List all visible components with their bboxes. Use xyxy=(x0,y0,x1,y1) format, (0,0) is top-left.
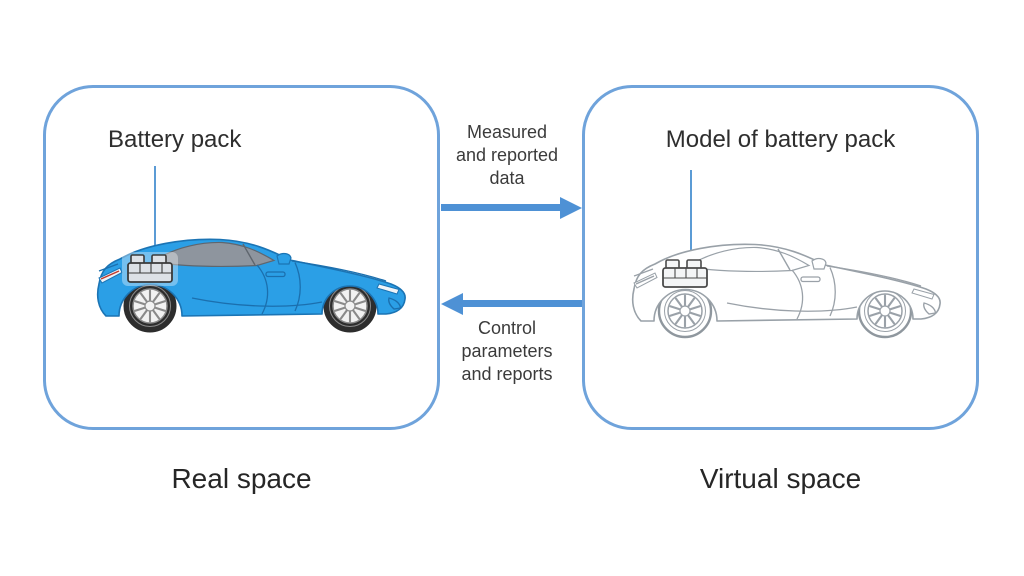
battery-pack-icon xyxy=(657,257,713,291)
control-parameters-arrow xyxy=(462,300,582,307)
virtual-space-panel: Model of battery pack xyxy=(582,85,979,430)
control-parameters-label: Control parameters and reports xyxy=(461,318,553,384)
measured-data-label: Measured and reported data xyxy=(455,122,559,188)
measured-data-arrow xyxy=(441,204,562,211)
virtual-car-illustration xyxy=(632,244,941,337)
arrow-left-icon xyxy=(441,292,463,315)
real-car-illustration xyxy=(97,239,406,332)
virtual-space-caption: Virtual space xyxy=(699,463,862,494)
battery-pack-leader-line xyxy=(154,166,156,262)
model-battery-pack-leader-line xyxy=(690,170,692,270)
arrow-right-icon xyxy=(560,196,582,219)
battery-pack-label: Battery pack xyxy=(108,126,242,153)
model-of-battery-pack-label: Model of battery pack xyxy=(665,126,896,153)
real-space-panel: Battery pack xyxy=(43,85,440,430)
battery-pack-icon xyxy=(122,252,178,286)
real-space-caption: Real space xyxy=(171,463,312,494)
